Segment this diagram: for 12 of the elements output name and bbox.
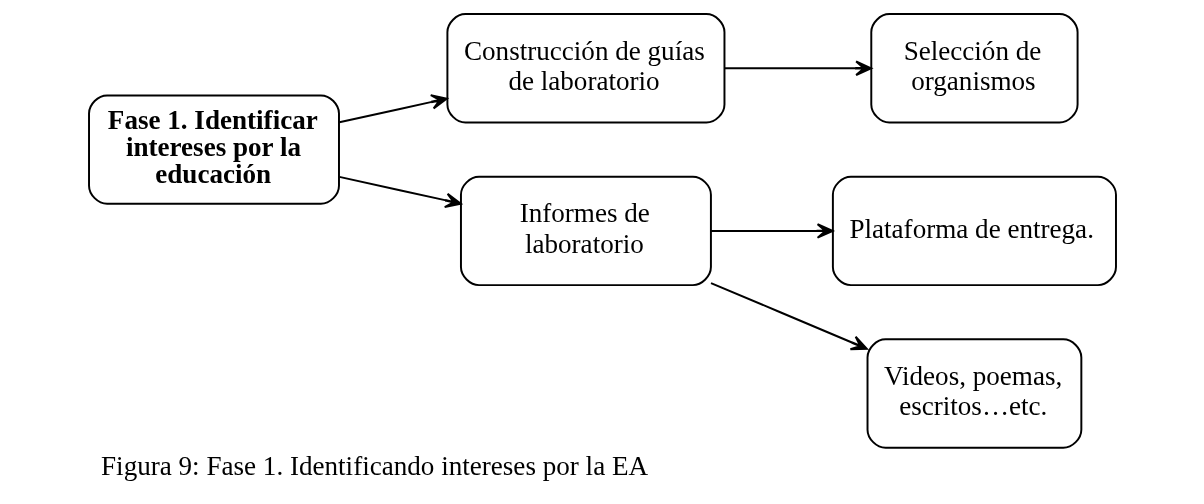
- caption: Figura 9: Fase 1. Identificando intereses por la EA: [100, 451, 648, 482]
- arrow: [337, 175, 462, 209]
- node-box: Selección de organismos: [869, 13, 1079, 124]
- node-box: Informes de laboratorio: [459, 175, 712, 287]
- arrow: [723, 60, 872, 77]
- arrow: [709, 223, 834, 239]
- node-box: Fase 1. Identificar intereses por la educación: [87, 94, 340, 205]
- node-box: Videos, poemas, escritos…etc.: [866, 338, 1082, 449]
- arrow: [337, 94, 448, 124]
- node-box: Construcción de guías de laboratorio: [445, 13, 725, 124]
- arrow: [709, 282, 868, 351]
- node-box: Plataforma de entrega.: [831, 175, 1117, 287]
